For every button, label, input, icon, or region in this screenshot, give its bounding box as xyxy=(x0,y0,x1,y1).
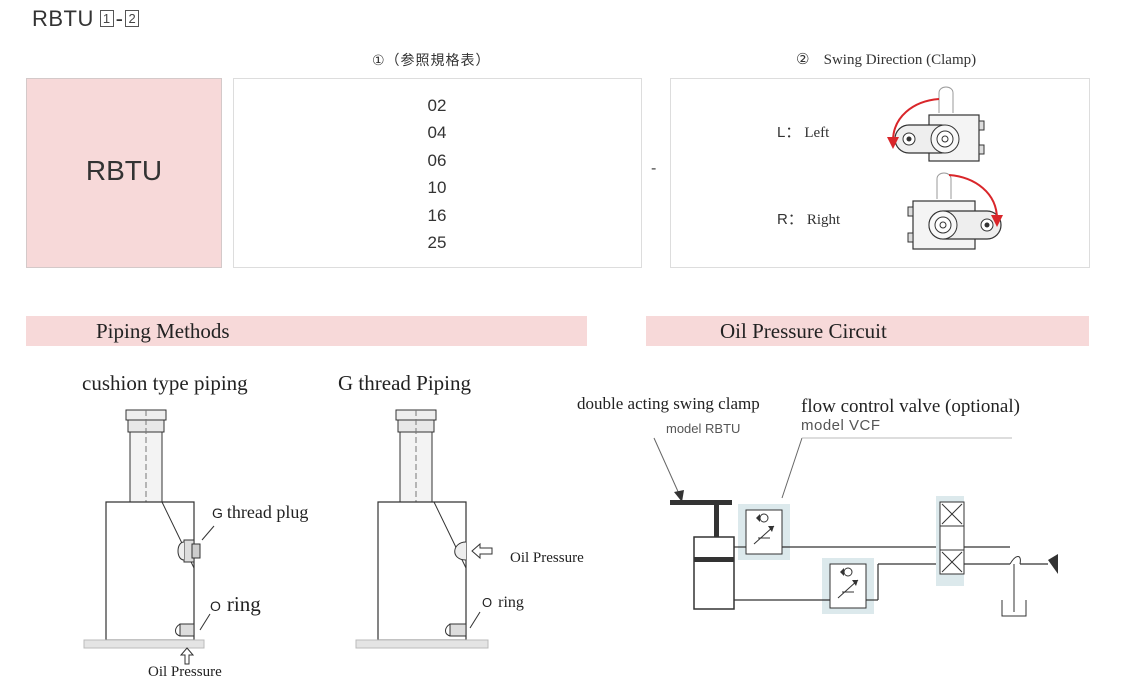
code-list: 02 04 06 10 16 25 xyxy=(404,92,470,256)
oil-pressure-circuit-bar: Oil Pressure Circuit xyxy=(646,316,1089,346)
oil-pressure-up-arrow-icon xyxy=(180,647,194,665)
cushion-piping-diagram xyxy=(83,409,205,649)
ring-text-2: ring xyxy=(498,594,524,611)
cushion-piping-title: cushion type piping xyxy=(82,371,248,395)
code-item: 25 xyxy=(427,232,447,252)
codes-box: 02 04 06 10 16 25 xyxy=(233,78,642,268)
o-ring-leader-line-1 xyxy=(199,613,211,631)
box-number-2: 2 xyxy=(125,10,140,27)
left-option: L：Left xyxy=(777,121,829,142)
spec-col1-heading: ①（参照規格表） xyxy=(372,52,491,68)
thread-plug-leader-line xyxy=(201,525,215,541)
piping-methods-bar: Piping Methods xyxy=(26,316,587,346)
g-thread-piping-diagram xyxy=(355,409,493,649)
model-box: RBTU xyxy=(26,78,222,268)
spec-col2-heading-text: Swing Direction (Clamp) xyxy=(823,52,977,68)
separator-dash: - xyxy=(651,160,657,177)
oil-pressure-circuit-diagram xyxy=(653,437,1058,617)
o-prefix-2: O xyxy=(482,595,493,610)
model-code: RBTU xyxy=(32,6,94,31)
right-code: R： xyxy=(777,211,803,228)
code-item: 02 xyxy=(427,96,447,115)
ring-text-1: ring xyxy=(226,592,261,616)
header-dash: - xyxy=(115,6,124,31)
part-number-title: RBTU 1-2 xyxy=(32,6,140,32)
code-item: 10 xyxy=(427,178,447,198)
left-label: Left xyxy=(804,125,830,141)
oil-pressure-side-label: Oil Pressure xyxy=(510,550,584,566)
model-name: RBTU xyxy=(85,155,163,186)
code-item: 04 xyxy=(427,123,447,143)
code-item: 06 xyxy=(427,150,447,170)
left-code: L： xyxy=(777,124,801,141)
oil-pressure-circuit-title: Oil Pressure Circuit xyxy=(720,319,887,343)
g-prefix: G xyxy=(212,505,223,521)
right-label: Right xyxy=(806,212,841,228)
right-swing-clamp-diagram xyxy=(907,172,1003,250)
box-number-1: 1 xyxy=(99,10,114,27)
g-thread-piping-title: G thread Piping xyxy=(338,371,471,395)
left-swing-clamp-diagram xyxy=(887,86,985,162)
clamp-model: model RBTU xyxy=(666,421,741,436)
thread-plug-text: thread plug xyxy=(226,502,309,522)
o-ring-leader-line-2 xyxy=(469,611,481,629)
spec-col2-heading: ② Swing Direction (Clamp) xyxy=(796,50,976,69)
code-item: 16 xyxy=(427,205,447,225)
clamp-label: double acting swing clamp xyxy=(577,394,760,413)
oil-pressure-bottom-label: Oil Pressure xyxy=(148,664,222,680)
piping-methods-title: Piping Methods xyxy=(96,319,230,343)
right-option: R：Right xyxy=(777,208,840,229)
swing-direction-box: L：Left R：Right xyxy=(670,78,1090,268)
o-prefix-1: O xyxy=(210,598,221,614)
valve-model: model VCF xyxy=(801,417,881,434)
spec-col2-heading-num: ② xyxy=(796,51,810,68)
valve-label: flow control valve (optional) xyxy=(801,396,1020,417)
